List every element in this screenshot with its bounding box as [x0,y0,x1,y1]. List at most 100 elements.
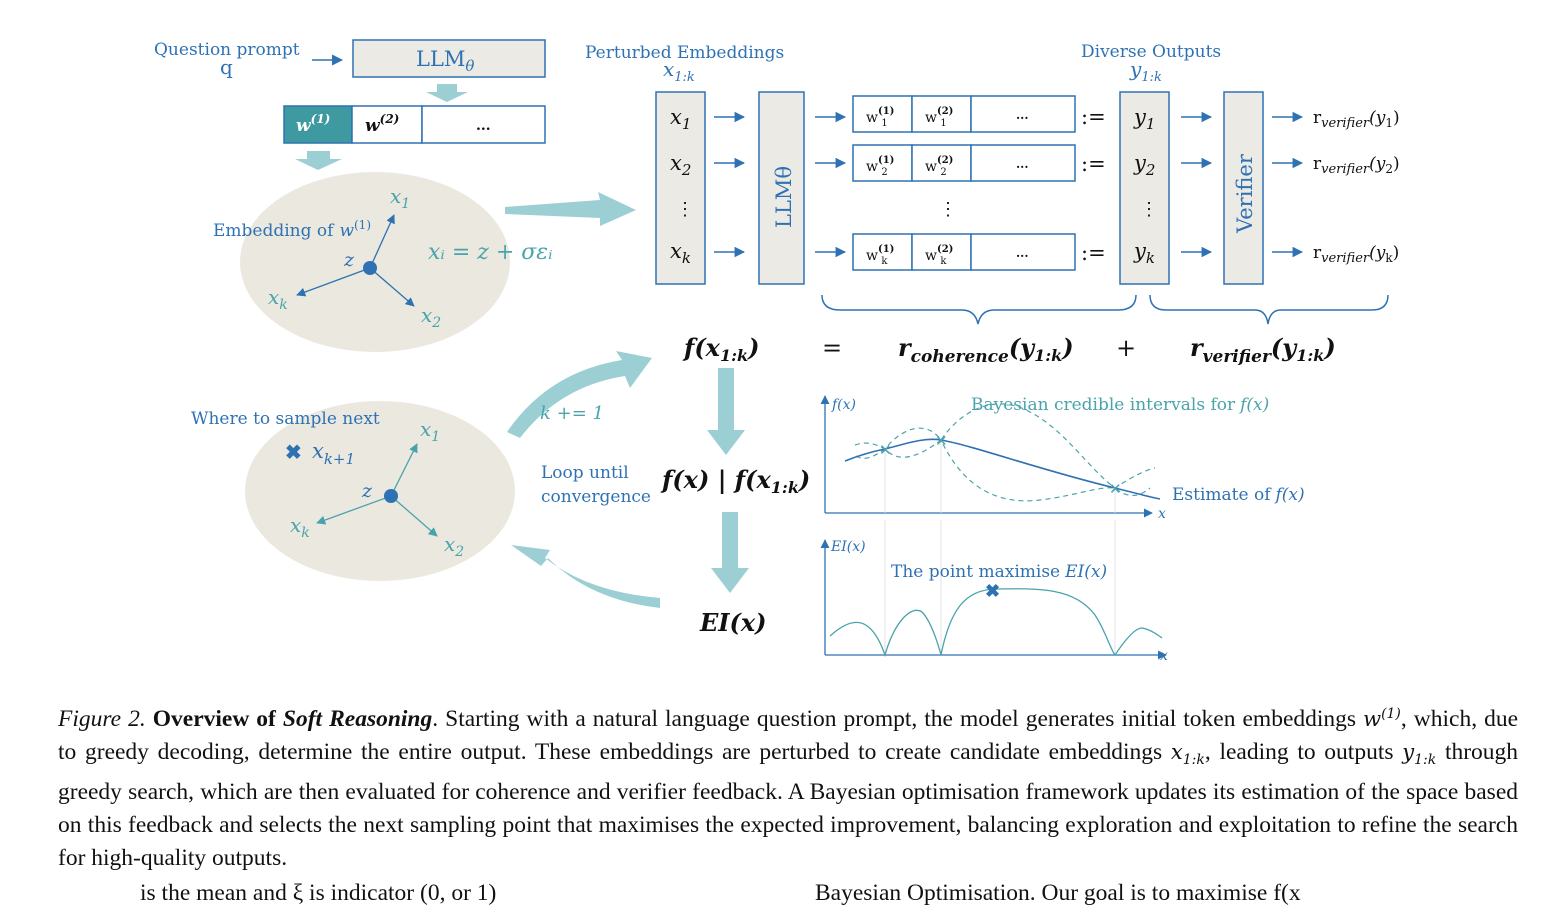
llm-label-vertical: LLMθ [772,166,796,228]
objective-equation: f(x1:k) = rcoherence(y1:k) + rverifier(y… [682,333,1336,367]
llm-box-vertical [758,91,805,285]
xk-label-top: xk [268,285,288,313]
ei-label: EI(x) [699,608,767,637]
caption-sentence-5: through greedy search, which are then ev… [58,738,1519,871]
rows-dots: ⋮ [939,199,957,220]
question-prompt-label: Question prompt [154,40,300,60]
perturbed-title: Perturbed Embeddings [585,43,784,63]
reward-2: rverifier(y2) [1313,154,1400,177]
ei-ylabel: EI(x) [830,539,866,555]
question-q: q [220,55,233,79]
input-x1: x1 [670,105,691,133]
down-arrow-llm-to-tokens [426,84,468,102]
estimate-curve [844,438,1161,500]
outputs-column [1119,91,1170,285]
xk-label-bottom: xk [290,513,310,541]
llm-box-top [352,39,546,78]
obs-1: ✕ [879,441,892,459]
posterior-label: f(x) | f(x1:k) [660,465,810,497]
perturbation-equation: xᵢ = z + σεᵢ [428,240,553,265]
brace-coherence [821,294,1137,325]
diverse-title: Diverse Outputs [1081,42,1221,62]
caption-sentence-1: . Starting with a natural language quest… [432,706,1357,732]
ei-xlabel: x [1160,648,1168,664]
output-dots: ⋮ [1140,199,1158,220]
x1-label-bottom: x1 [420,417,440,445]
caption-label: Figure 2. [58,706,146,732]
curved-arrow-up [507,351,652,438]
x2-label-top: x2 [421,303,441,331]
token-w1: w(1) [296,112,330,136]
cutoff-right: Bayesian Optimisation. Our goal is to ma… [815,880,1301,906]
output-y1: y1 [1133,105,1155,133]
next-paragraph-cutoff: is the mean and ξ is indicator (0, or 1)… [0,878,1568,906]
fx-plot: f(x) x ✕ ✕ ✕ Bayesian credible intervals… [820,395,1305,522]
llm-label-top: LLMθ [416,47,474,75]
reward-k: rverifier(yk) [1313,243,1399,266]
curved-arrow-down [511,545,660,608]
assign-k: := [1081,241,1106,265]
z-label-bottom: z [361,480,373,502]
x2-label-bottom: x2 [444,532,464,560]
rowk-cell1: w(1)k [866,244,894,267]
obs-3: ✕ [1109,480,1122,498]
caption-math-w: w(1) [1363,706,1401,731]
ei-curve [829,588,1163,658]
brace-verifier [1149,294,1389,325]
token-w2: w(2) [365,112,399,136]
caption-title: Overview of Soft Reasoning [152,706,433,732]
token-row-k: w(1)k w(2)k ... [852,233,1076,271]
loop-line1: Loop until [541,463,629,483]
row2-cell2: w(2)2 [925,155,953,178]
verifier-box [1223,91,1264,285]
inputs-column [655,91,706,285]
obs-2: ✕ [935,432,948,450]
caption-sentence-4: leading to outputs [1219,738,1394,765]
down-arrow-tokens-to-embedding [295,151,342,170]
pipeline: Perturbed Embeddings x1:k x1 x2 ⋮ xk LLM… [585,42,1400,325]
perturbed-x1k: x1:k [663,57,695,85]
down-arrow-1 [707,368,745,455]
embedding-ellipse-bottom [245,401,515,581]
verifier-label: Verifier [1233,153,1257,234]
caption-sentence-2: , which, due to greedy decoding, determi… [58,706,1519,765]
rowk-cell2: w(2)k [925,244,953,267]
vector-x1-bottom [390,443,418,497]
z-label-top: z [343,249,355,271]
objective-equals: = [822,334,842,362]
prompt-section: Question prompt q LLMθ w(1) w(2) ... [154,39,546,170]
row1-cell2: w(2)1 [925,106,953,129]
vector-x2-bottom [390,495,438,537]
credible-lower [855,439,1151,502]
reward-1: rverifier(y1) [1313,108,1400,131]
sample-title: Where to sample next [191,409,380,429]
row1-cell1: w(1)1 [866,106,894,129]
input-x2: x2 [670,151,691,179]
rowk-cell3: ... [1016,246,1029,260]
figure-caption: Figure 2. Overview of Soft Reasoning. St… [58,698,1518,874]
row1-cell3: ... [1016,108,1029,122]
sample-cross: ✖ [285,440,302,464]
input-xk: xk [670,239,691,267]
fx-ylabel: f(x) [831,397,856,413]
x1-label-top: x1 [390,184,410,212]
vector-xk-bottom [316,495,392,525]
token-more-cell [421,105,546,144]
assign-1: := [1081,105,1106,129]
credible-upper [854,403,1156,489]
fx-xlabel: x [1158,506,1166,522]
input-dots: ⋮ [676,199,694,220]
vector-x2-top [369,267,415,307]
token-row-1: w(1)1 w(2)1 ... [852,95,1076,133]
output-y2: y2 [1133,151,1155,179]
row2-cell1: w(1)2 [866,155,894,178]
vector-x1-top [369,214,395,269]
big-arrow-to-pipeline [505,192,636,226]
objective-f: f(x1:k) [682,333,759,365]
token-row-2: w(1)2 w(2)2 ... [852,144,1076,182]
token-more: ... [476,118,491,134]
